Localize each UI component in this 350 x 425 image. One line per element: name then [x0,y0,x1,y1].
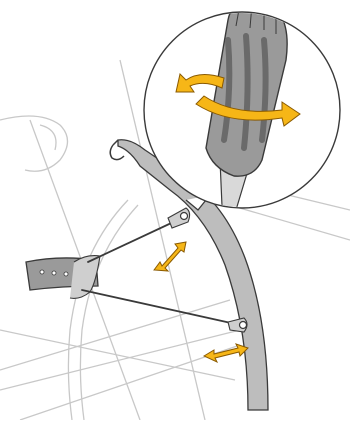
dropout-outline [0,116,68,171]
clamp-hole-2 [52,271,56,275]
upper-bolt [181,213,188,220]
spoke-1 [0,330,240,390]
clamp-hole-1 [40,270,44,274]
lower-adjust-arrow-icon [204,344,248,362]
upper-stay-rod [88,218,182,262]
clamp-housing [70,256,100,299]
wheel-rim-outer [68,200,128,420]
lower-bolt [240,322,247,329]
clamp-hole-3 [64,272,68,276]
wheel-rim-inner [80,205,138,420]
fender-mount-tab [113,140,118,145]
handle-groove-3 [262,40,266,140]
lower-stay-rod [82,290,240,325]
handle-groove-2 [244,36,248,148]
detail-magnifier [144,0,340,210]
upper-adjust-arrow-icon [154,242,186,271]
spoke-3 [0,330,235,380]
dropout-detail [40,125,56,150]
